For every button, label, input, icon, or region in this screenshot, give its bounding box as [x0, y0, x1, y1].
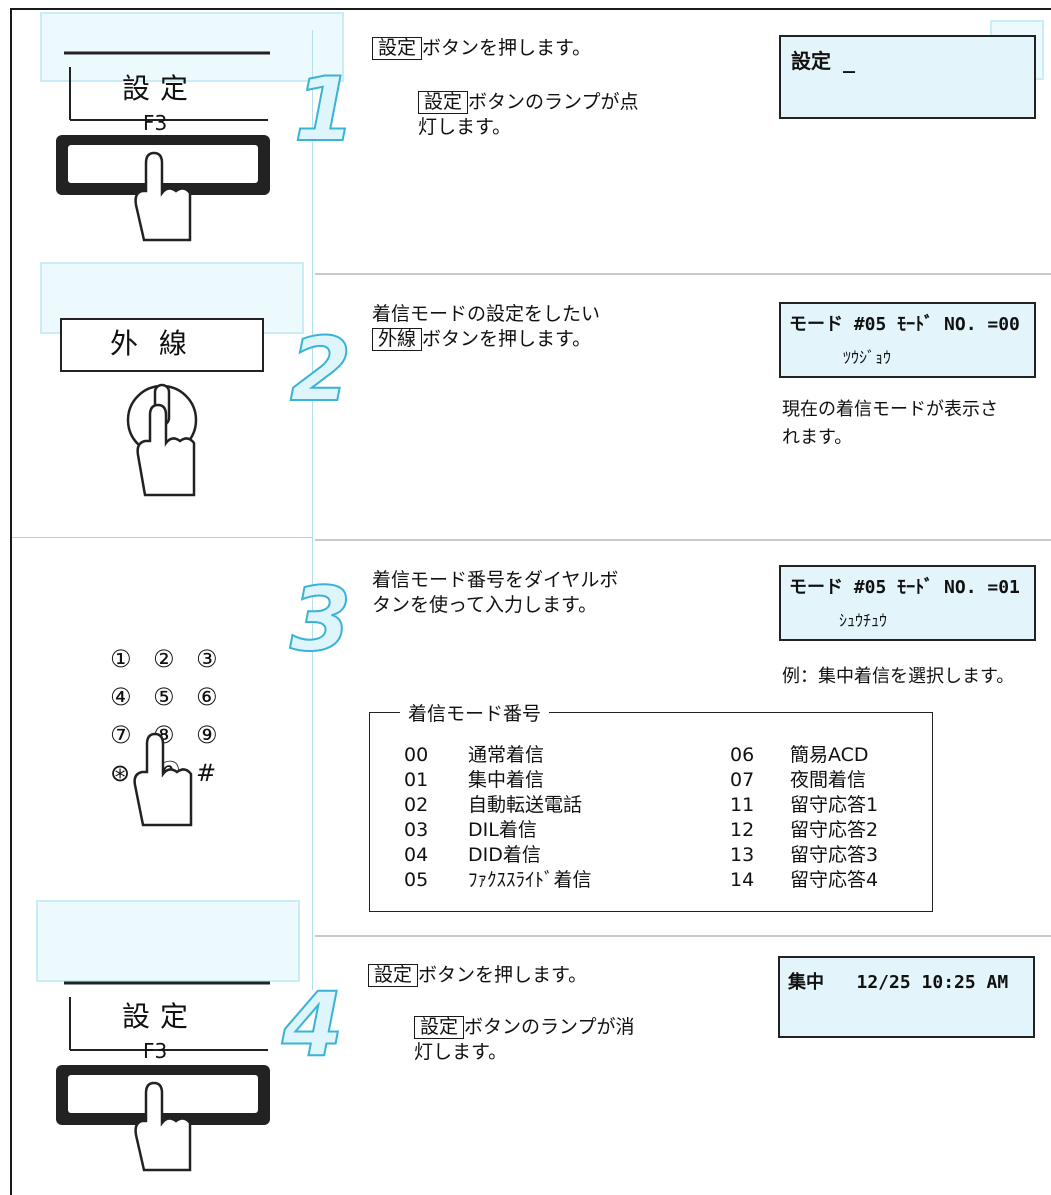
dial-key-5: ⑤ — [153, 683, 175, 711]
lcd-line-1: モード #05 ﾓｰﾄﾞ NO. =01 — [789, 577, 1020, 598]
step-instruction: 着信モードの設定をしたい 外線ボタンを押します。 — [372, 303, 601, 351]
mode-code: 05 — [404, 869, 429, 891]
lcd-line-1: 集中 12/25 10:25 AM — [788, 972, 1009, 993]
mode-code: 11 — [730, 794, 755, 816]
step-instruction: 設定ボタンを押します。 — [372, 36, 591, 61]
lcd-line-1: モード #05 ﾓｰﾄﾞ NO. =00 — [789, 314, 1020, 335]
lcd-line-2: ﾂｳｼﾞｮｳ — [843, 348, 892, 367]
lcd-line-1: 設定 _ — [791, 49, 856, 73]
mode-name: 通常着信 — [468, 744, 545, 766]
ghost-print — [40, 12, 344, 82]
mode-name: 集中着信 — [468, 769, 545, 791]
step-number-text: 3 — [290, 568, 351, 671]
step-number-2: 2 — [289, 317, 352, 422]
section-separator — [12, 537, 312, 538]
dial-key-9: ⑨ — [196, 721, 218, 749]
mode-code: 13 — [730, 844, 755, 866]
step-instruction: 設定ボタンを押します。 — [368, 963, 587, 988]
outside-line-button — [60, 318, 264, 372]
mode-name: DIL着信 — [468, 819, 537, 841]
key-badge: 外線 — [372, 328, 423, 351]
mode-name: DID着信 — [468, 844, 541, 866]
dial-key-7: ⑦ — [110, 721, 132, 749]
dial-key-1: ① — [110, 645, 132, 673]
dial-key-hash: # — [196, 759, 217, 787]
key-badge: 設定 — [372, 37, 423, 60]
lcd-display: モード #05 ﾓｰﾄﾞ NO. =00 ﾂｳｼﾞｮｳ — [779, 302, 1036, 378]
finger-press-icon — [133, 732, 193, 827]
lcd-display: 設定 _ — [779, 35, 1036, 119]
button-label: 設定 — [122, 1000, 199, 1033]
button-sub-label: F3 — [143, 111, 168, 135]
key-badge: 設定 — [414, 1016, 465, 1039]
dial-key-6: ⑥ — [196, 683, 218, 711]
ghost-divider — [312, 30, 313, 990]
dial-key-4: ④ — [110, 683, 132, 711]
mode-name: 留守応答4 — [790, 869, 879, 891]
mode-code: 14 — [730, 869, 755, 891]
mode-name: ﾌｧｸｽｽﾗｲﾄﾞ着信 — [468, 869, 592, 891]
mode-name: 自動転送電話 — [468, 794, 583, 816]
example-note: 例：集中着信を選択します。 — [782, 666, 1015, 687]
display-result-note: 現在の着信モードが表示さ れます。 — [782, 399, 998, 448]
table-title: 着信モード番号 — [400, 699, 550, 726]
step-note: 設定ボタンのランプが点 灯します。 — [418, 91, 639, 138]
mode-code: 07 — [730, 769, 755, 791]
key-badge: 設定 — [418, 91, 469, 114]
dial-key-2: ② — [153, 645, 175, 673]
step-number-text: 4 — [281, 973, 343, 1076]
step-number-4: 4 — [280, 972, 344, 1077]
mode-code: 02 — [404, 794, 429, 816]
button-label: 外 線 — [110, 327, 193, 360]
step-note: 設定ボタンのランプが消 灯します。 — [414, 1016, 635, 1063]
dial-key-3: ③ — [196, 645, 218, 673]
section-separator — [315, 935, 1051, 937]
ghost-print — [36, 900, 300, 982]
dial-key-star: ⊛ — [110, 759, 131, 787]
mode-name: 留守応答2 — [790, 819, 879, 841]
lcd-display: 集中 12/25 10:25 AM — [778, 956, 1035, 1038]
lcd-line-2: ｼｭｳﾁｭｳ — [839, 611, 888, 630]
mode-number-table: 着信モード番号 00 通常着信 01 集中着信 02 自動転送電話 03 DIL… — [369, 699, 933, 912]
settings-button-illustration — [56, 51, 270, 242]
step-number-text: 2 — [290, 318, 351, 421]
mode-code: 01 — [404, 769, 429, 791]
key-badge: 設定 — [368, 964, 419, 987]
step-number-1: 1 — [293, 57, 356, 162]
page-frame-top — [10, 8, 1051, 10]
mode-code: 04 — [404, 844, 429, 866]
mode-code: 12 — [730, 819, 755, 841]
mode-code: 03 — [404, 819, 429, 841]
mode-name: 留守応答3 — [790, 844, 879, 866]
finger-press-icon — [126, 383, 198, 497]
mode-code: 00 — [404, 744, 429, 766]
settings-button-illustration — [56, 981, 270, 1172]
mode-code: 06 — [730, 744, 755, 766]
mode-name: 留守応答1 — [790, 794, 879, 816]
step-number-3: 3 — [289, 567, 352, 672]
mode-name: 簡易ACD — [790, 744, 869, 766]
section-separator — [315, 539, 1051, 541]
step-number-text: 1 — [294, 58, 355, 161]
button-sub-label: F3 — [143, 1039, 168, 1063]
section-separator — [315, 273, 1051, 275]
lcd-display: モード #05 ﾓｰﾄﾞ NO. =01 ｼｭｳﾁｭｳ — [779, 565, 1036, 641]
page-frame-left — [10, 8, 12, 1195]
mode-name: 夜間着信 — [790, 769, 867, 791]
button-label: 設定 — [122, 72, 199, 105]
step-instruction: 着信モード番号をダイヤルボ タンを使って入力します。 — [372, 569, 619, 616]
